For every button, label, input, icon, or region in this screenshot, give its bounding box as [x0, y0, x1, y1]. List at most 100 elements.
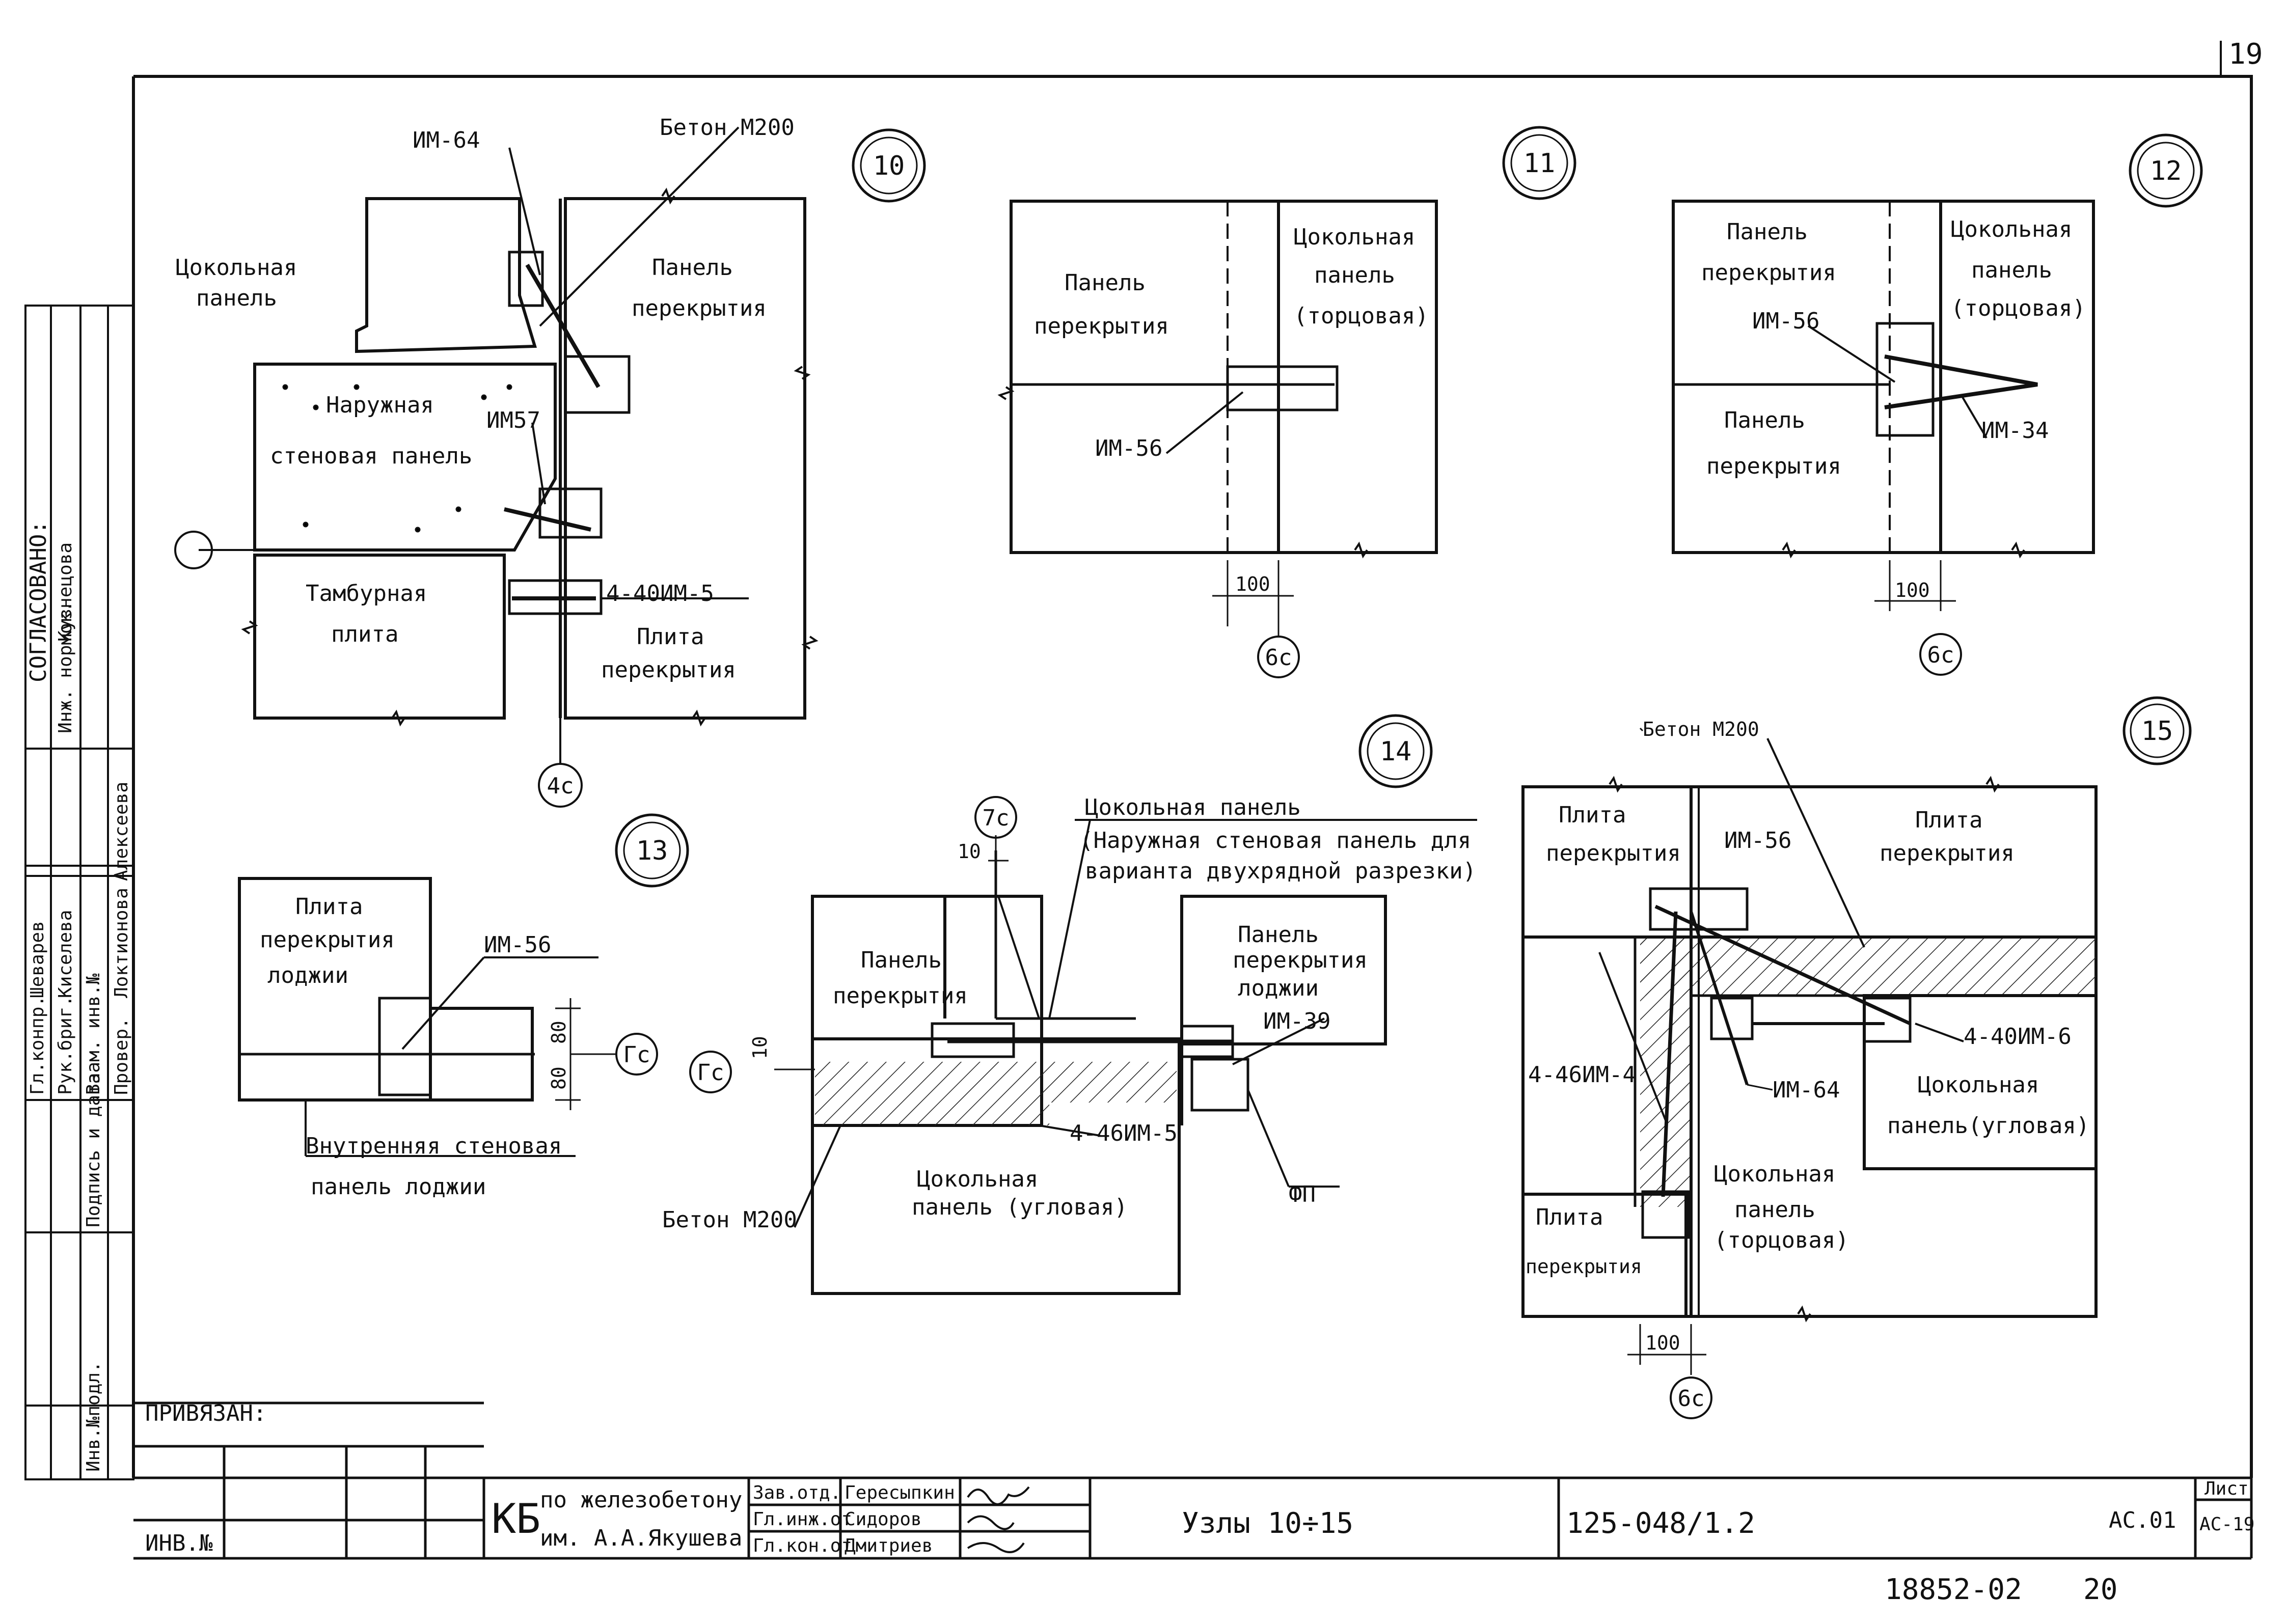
n12-im56: ИМ-56	[1752, 308, 1819, 334]
n12-socle-1: Цокольная	[1951, 216, 2072, 242]
n14-deck-1: Панель	[861, 947, 942, 973]
n12-deck-3: Панель	[1724, 407, 1805, 433]
strip-name-2: Киселева	[55, 910, 76, 998]
n14-deckl-2: перекрытия	[1233, 947, 1368, 973]
n13-slab-2: перекрытия	[260, 927, 395, 953]
role-1: Зав.отд.	[753, 1482, 841, 1503]
n13-im56: ИМ-56	[484, 932, 551, 958]
n13-axis: Гс	[623, 1042, 650, 1068]
ext-wall-outline	[253, 363, 557, 552]
bottom-extra: 20	[2083, 1573, 2117, 1606]
n14-socle-1: Цокольная	[917, 1166, 1038, 1192]
n11-im56: ИМ-56	[1095, 435, 1162, 461]
n11-socle-1: Цокольная	[1294, 224, 1415, 250]
title-block	[133, 1401, 2253, 1560]
n14-axis-top: 7с	[983, 805, 1010, 831]
node-11: 11 Панель перекрытия Цокольная панель (т…	[1010, 126, 1576, 678]
n15-im56: ИМ-56	[1724, 828, 1791, 854]
strip-name-4: Алексеева	[111, 782, 132, 881]
sheet-frame	[132, 41, 2253, 1478]
n10-socle-2: панель	[196, 285, 277, 311]
sign-date-label: Подпись и дата	[83, 1073, 104, 1227]
strip-name-1: Шеварев	[27, 921, 48, 998]
break-marks	[241, 187, 2025, 1323]
n10-im64: ИМ-64	[413, 127, 480, 153]
node-14-mark: 14	[1380, 736, 1412, 767]
n14-deck-2: перекрытия	[833, 983, 968, 1009]
n15-slab-2: перекрытия	[1546, 840, 1681, 866]
node-12-mark: 12	[2150, 156, 2182, 186]
sheet-title: Узлы 10÷15	[1182, 1507, 1353, 1540]
strip-name-3: Локтионова	[111, 888, 132, 998]
n10-beton: Бетон М200	[660, 115, 795, 141]
n11-dim: 100	[1235, 573, 1270, 595]
strip-role-1: Гл.конпр.	[27, 996, 48, 1095]
n13-dim-1: 80	[548, 1021, 570, 1044]
n10-axis: 4с	[547, 773, 574, 799]
name-3: Дмитриев	[845, 1535, 933, 1556]
n15-socle-t-3: (торцовая)	[1714, 1227, 1849, 1253]
n10-ext-1: Наружная	[326, 392, 434, 418]
agreed-heading: СОГЛАСОВАНО:	[25, 520, 51, 682]
album-code: АС.01	[2109, 1507, 2176, 1533]
bottom-code: 18852-02	[1885, 1573, 2022, 1606]
n14-bolts: 4-46ИМ-5	[1070, 1120, 1178, 1146]
n12-deck-1: Панель	[1727, 219, 1808, 245]
n14-axis-left: Гс	[697, 1060, 724, 1086]
norm-control-role: Инж. нормок.	[55, 601, 76, 733]
n11-deck-1: Панель	[1065, 270, 1146, 296]
corner-sheet-number: 19	[2228, 38, 2263, 71]
n10-tambour-2: плита	[331, 621, 398, 647]
replace-inv-label: Взам. инв.№	[83, 973, 104, 1095]
n14-dim-10a: 10	[958, 840, 981, 863]
role-3: Гл.кон.от	[753, 1535, 852, 1556]
signature-marks	[967, 1486, 1030, 1553]
n14-socle-2: панель (угловая)	[912, 1194, 1128, 1220]
node-15: 15 Бетон М200 Плита перекрытия ИМ-56 Пли…	[1521, 696, 2192, 1419]
n12-deck-4: перекрытия	[1706, 453, 1841, 479]
n10-slab-1: Плита	[637, 624, 704, 650]
title-block-text: ПРИВЯЗАН: ИНВ.№ КБ по железобетону им. А…	[145, 1400, 2254, 1556]
socle-panel-outline	[355, 197, 537, 353]
tambour-slab-outline	[253, 554, 506, 720]
attached-label: ПРИВЯЗАН:	[145, 1400, 266, 1426]
n15-bolts-right: 4-40ИМ-6	[1964, 1024, 2072, 1050]
n11-deck-2: перекрытия	[1034, 313, 1169, 339]
node-15-mark: 15	[2141, 716, 2173, 747]
n13-dim-2: 80	[548, 1066, 570, 1090]
n10-bolts: 4-40ИМ-5	[606, 581, 714, 607]
n14-dim-10b: 10	[749, 1036, 771, 1059]
n12-im34: ИМ-34	[1981, 418, 2049, 444]
n14-deckl-1: Панель	[1238, 922, 1319, 948]
n11-socle-2: панель	[1314, 262, 1395, 288]
n13-slab-1: Плита	[295, 894, 363, 920]
inv-label: ИНВ.№	[145, 1530, 213, 1556]
node-13-mark: 13	[636, 836, 668, 866]
n10-tambour-1: Тамбурная	[306, 581, 427, 607]
n14-title-1: Цокольная панель	[1085, 794, 1301, 820]
n15-slab-6: перекрытия	[1526, 1255, 1642, 1278]
n10-deck-1: Панель	[652, 255, 733, 281]
n15-beton: Бетон М200	[1643, 718, 1759, 740]
org-code: КБ	[492, 1495, 540, 1543]
n15-dim: 100	[1645, 1332, 1680, 1354]
n14-title-2: (Наружная стеновая панель для	[1080, 828, 1471, 854]
n10-slab-2: перекрытия	[601, 657, 736, 683]
norm-control-name: Кузнецова	[55, 542, 76, 642]
n10-ext-2: стеновая панель	[270, 443, 472, 469]
n14-title-3: варианта двухрядной разрезки)	[1085, 858, 1476, 884]
n10-im57: ИМ57	[486, 407, 540, 433]
left-strip-text: СОГЛАСОВАНО: Инж. нормок. Кузнецова Взам…	[25, 520, 132, 1472]
deck-panel-outline	[564, 197, 806, 720]
strip-role-3: Провер.	[111, 1017, 132, 1095]
orig-inv-label: Инв.№подл.	[83, 1361, 104, 1472]
node-11-mark: 11	[1523, 148, 1556, 179]
sheet-label: Лист	[2205, 1478, 2249, 1499]
n13-inner-1: Внутренняя стеновая	[306, 1133, 562, 1159]
node-10-mark: 10	[873, 151, 905, 181]
org-line-1: по железобетону	[540, 1487, 742, 1513]
left-strip-table	[24, 305, 134, 1480]
name-1: Гересыпкин	[845, 1482, 955, 1503]
n12-axis: 6с	[1927, 642, 1954, 668]
